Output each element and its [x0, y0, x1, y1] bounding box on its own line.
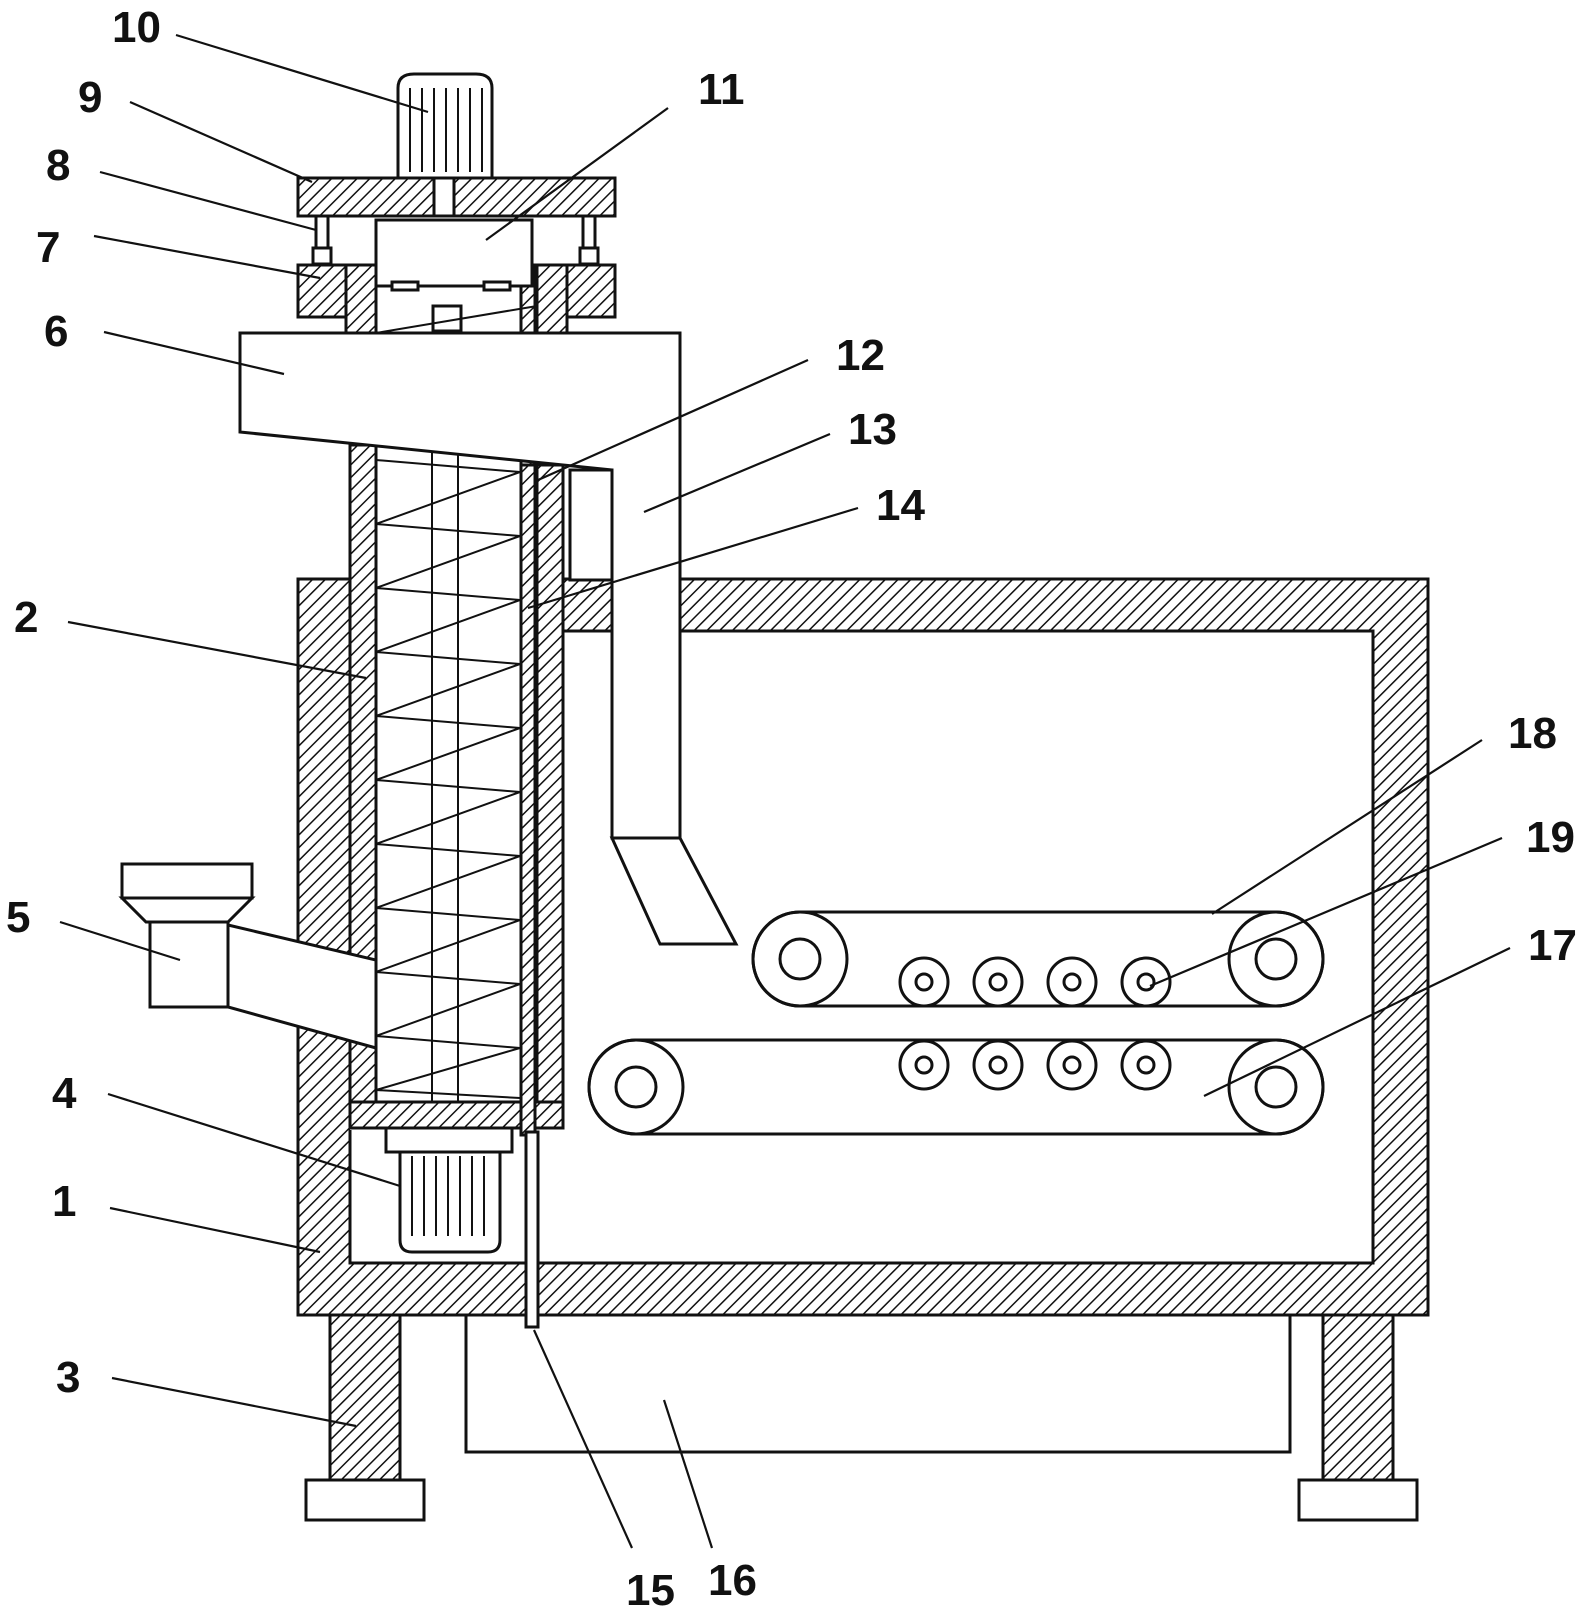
label-17: 17 [1528, 921, 1577, 970]
upper-conveyor [751, 910, 1325, 1008]
label-19: 19 [1526, 813, 1575, 862]
top-motor [396, 72, 494, 180]
label-11: 11 [698, 65, 745, 114]
gear-block [374, 218, 534, 333]
label-12: 12 [836, 331, 885, 380]
leader-lines [59, 33, 1511, 1549]
label-1: 1 [52, 1177, 76, 1226]
label-13: 13 [848, 405, 897, 454]
collection-box [464, 1315, 1292, 1454]
label-5: 5 [6, 893, 30, 942]
label-16: 16 [708, 1556, 757, 1605]
support-legs [304, 1313, 1419, 1522]
bottom-motor [384, 1126, 514, 1254]
telescopic-supports [311, 214, 600, 266]
top-bracket [296, 263, 617, 337]
lower-rollers [898, 1039, 1172, 1091]
feed-hopper [118, 862, 378, 1050]
label-8: 8 [46, 141, 70, 190]
label-15: 15 [626, 1566, 675, 1615]
label-3: 3 [56, 1353, 80, 1402]
lower-conveyor [587, 1038, 1325, 1136]
label-6: 6 [44, 307, 68, 356]
top-box-and-chute [238, 305, 739, 946]
top-plate [296, 176, 617, 218]
label-18: 18 [1508, 709, 1557, 758]
label-9: 9 [78, 73, 102, 122]
reference-numerals: 10 9 8 7 6 2 5 4 1 3 11 12 13 14 18 19 1… [6, 3, 1577, 1615]
label-4: 4 [52, 1069, 77, 1118]
label-14: 14 [876, 481, 925, 530]
upper-rollers [898, 956, 1172, 1008]
label-2: 2 [14, 593, 38, 642]
label-7: 7 [36, 223, 60, 272]
label-10: 10 [112, 3, 161, 52]
